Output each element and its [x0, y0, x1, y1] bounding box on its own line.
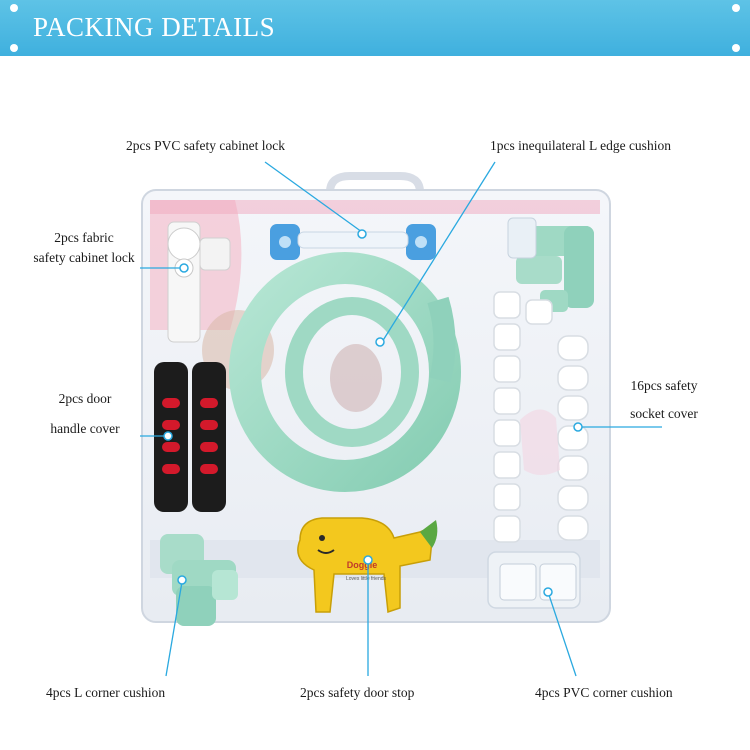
l-corner-cushions — [160, 534, 238, 626]
label-pvc-cabinet-lock: 2pcs PVC safety cabinet lock — [126, 138, 285, 153]
rolled-edge-cushion — [229, 252, 461, 492]
label-fabric-line2: safety cabinet lock — [33, 250, 135, 265]
callout-dots — [163, 229, 583, 597]
label-fabric-line1: 2pcs fabric — [54, 230, 114, 245]
package-cartoon-print — [520, 409, 560, 475]
label-handle-line2: handle cover — [50, 421, 120, 436]
socket-covers — [493, 291, 589, 543]
pvc-corner-cushions — [487, 551, 581, 609]
label-handle-line1: 2pcs door — [58, 391, 112, 406]
label-door-handle-cover: 2pcs door handle cover — [30, 384, 140, 444]
doggie-brand-text: Doggie — [347, 560, 378, 570]
dog-door-stop — [297, 517, 438, 614]
header-banner: PACKING DETAILS — [0, 0, 750, 56]
label-door-stop: 2pcs safety door stop — [300, 685, 415, 700]
banner-dot — [10, 4, 18, 12]
page-title: PACKING DETAILS — [33, 12, 276, 42]
callout-line-pvc-corner — [547, 591, 577, 677]
banner-dot — [732, 4, 740, 12]
package-handle — [326, 172, 424, 193]
package-top-stripe — [150, 200, 600, 214]
fabric-cabinet-lock — [167, 221, 231, 343]
label-l-corner-cushion: 4pcs L corner cushion — [46, 685, 166, 700]
callout-line-l-edge — [381, 161, 496, 343]
banner-dot — [732, 44, 740, 52]
label-fabric-cabinet-lock: 2pcs fabric safety cabinet lock — [14, 228, 154, 268]
label-socket-cover: 16pcs safety socket cover — [612, 372, 716, 428]
label-l-edge-cushion: 1pcs inequilateral L edge cushion — [490, 138, 671, 153]
callout-line-pvc-lock — [264, 161, 363, 233]
label-socket-line2: socket cover — [630, 406, 698, 421]
label-pvc-corner-cushion: 4pcs PVC corner cushion — [535, 685, 673, 700]
callout-lines — [140, 161, 662, 677]
banner-dot — [10, 44, 18, 52]
pvc-cabinet-lock — [270, 224, 436, 260]
edge-cushion-corners — [507, 217, 594, 312]
doggie-sub-text: Loves little friends — [346, 576, 387, 582]
label-socket-line1: 16pcs safety — [630, 378, 698, 393]
callout-line-l-corner — [165, 581, 183, 677]
